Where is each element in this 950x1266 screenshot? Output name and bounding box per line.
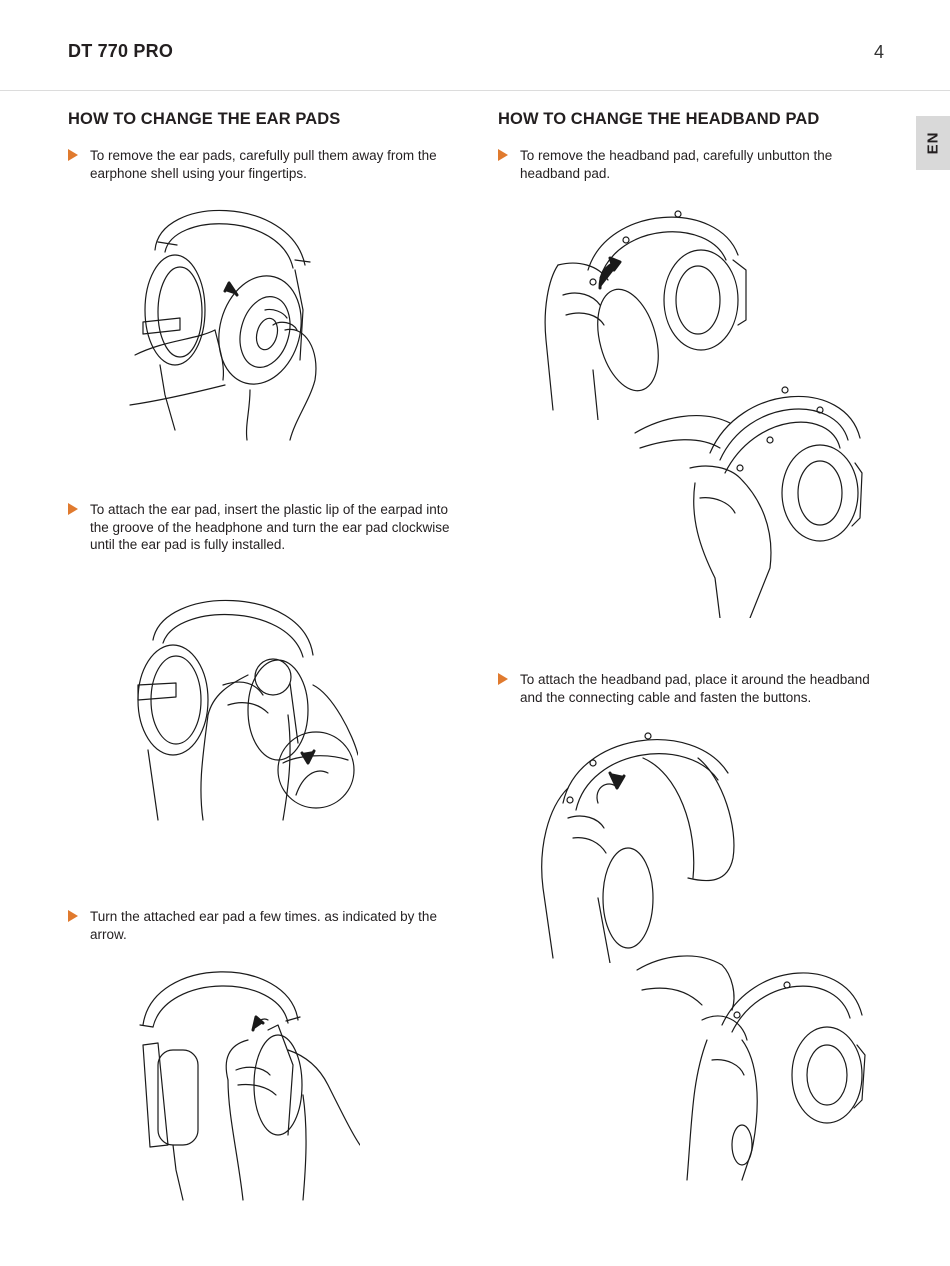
- bullet-triangle-icon: [68, 503, 78, 515]
- step-text: To remove the ear pads, carefully pull t…: [90, 148, 437, 181]
- illustration-turn-ear-pad: [128, 955, 360, 1205]
- illustration-remove-headband-pad: [630, 378, 865, 618]
- step-text: To attach the headband pad, place it aro…: [520, 672, 870, 705]
- bullet-triangle-icon: [498, 673, 508, 685]
- bullet-triangle-icon: [498, 149, 508, 161]
- illustration-unbutton-headband-pad: [538, 200, 748, 420]
- bullet-triangle-icon: [68, 149, 78, 161]
- step-text: To attach the ear pad, insert the plasti…: [90, 502, 450, 552]
- page-number: 4: [873, 42, 884, 62]
- illustration-attach-ear-pad: [128, 585, 358, 830]
- illustration-remove-ear-pads: [125, 190, 325, 445]
- bullet-triangle-icon: [68, 910, 78, 922]
- illustration-fasten-headband-buttons: [632, 950, 867, 1182]
- page-header: DT 770 PRO 4: [0, 0, 950, 91]
- language-label: EN: [924, 131, 942, 155]
- ear-pads-section-title: HOW TO CHANGE THE EAR PADS: [68, 110, 341, 128]
- language-tab: EN: [916, 116, 950, 170]
- headband-pad-section-title: HOW TO CHANGE THE HEADBAND PAD: [498, 110, 820, 128]
- step-text: Turn the attached ear pad a few times. a…: [90, 909, 437, 942]
- step-text: To remove the headband pad, carefully un…: [520, 148, 833, 181]
- document-title: DT 770 PRO: [68, 41, 174, 61]
- illustration-attach-headband-pad: [538, 718, 743, 963]
